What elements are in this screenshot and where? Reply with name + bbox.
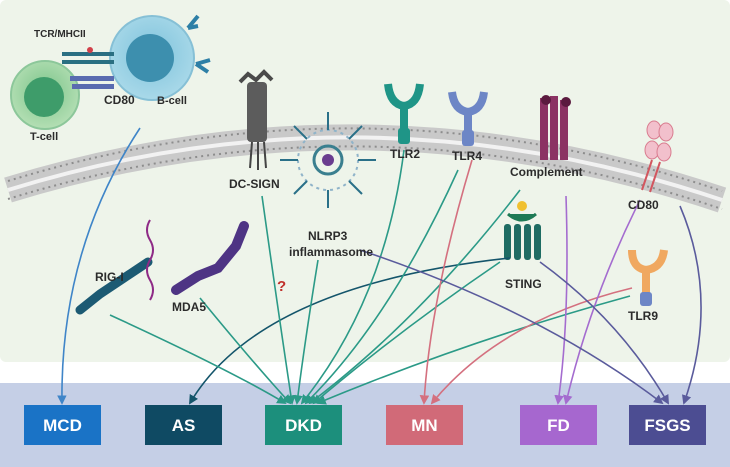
question-mark: ? xyxy=(277,278,286,295)
disease-label-mn: MN xyxy=(411,416,437,435)
label-nlrp3-line2: inflammasome xyxy=(289,245,373,259)
arrow-tlr4-to-mn xyxy=(419,159,473,405)
b-cell xyxy=(109,14,211,101)
nlrp3-inflammasome-icon xyxy=(280,112,376,208)
arrow-complement-to-fd xyxy=(554,195,568,405)
label-mda5: MDA5 xyxy=(172,300,206,314)
label-nlrp3-line1: NLRP3 xyxy=(308,229,348,243)
dc-sign-receptor xyxy=(238,69,274,170)
sting-protein xyxy=(504,201,541,260)
label-tcr-mhcii: TCR/MHCII xyxy=(34,29,86,40)
arrow-tlr2-to-dkd xyxy=(300,149,405,405)
mda5-protein xyxy=(171,221,249,295)
disease-label-dkd: DKD xyxy=(285,416,322,435)
disease-box-as[interactable]: AS xyxy=(145,405,222,445)
label-t-cell: T-cell xyxy=(30,131,58,143)
label-cd80-right: CD80 xyxy=(628,198,659,212)
cd80-receptor-right xyxy=(641,120,674,193)
arrow-sting-to-fsgs xyxy=(539,261,669,405)
rig-i-protein xyxy=(75,219,154,315)
label-rig-i: RIG-I xyxy=(95,270,124,284)
disease-label-mcd: MCD xyxy=(43,416,82,435)
disease-box-mn[interactable]: MN xyxy=(386,405,463,445)
disease-box-fsgs[interactable]: FSGS xyxy=(629,405,706,445)
label-dc-sign: DC-SIGN xyxy=(229,177,280,191)
label-complement: Complement xyxy=(510,165,583,179)
disease-box-dkd[interactable]: DKD xyxy=(265,405,342,445)
background-panel xyxy=(0,0,730,362)
disease-label-fsgs: FSGS xyxy=(644,416,690,435)
t-cell xyxy=(10,60,80,130)
disease-band xyxy=(0,383,730,467)
arrow-dcsign-to-dkd xyxy=(261,195,296,405)
arrows xyxy=(57,127,702,405)
arrow-cd80-to-mcd xyxy=(57,127,141,405)
label-sting: STING xyxy=(505,277,542,291)
tcr-mhcii-complex xyxy=(62,47,114,89)
arrow-tlr9-to-mn xyxy=(430,287,633,405)
arrow-nlrp3-to-fsgs xyxy=(359,249,664,405)
disease-label-fd: FD xyxy=(547,416,570,435)
arrow-tlr9-to-dkd xyxy=(316,295,631,405)
tlr2-receptor xyxy=(384,83,424,144)
tlr9-receptor xyxy=(628,249,668,306)
arrow-tlr4-to-dkd xyxy=(304,169,459,405)
disease-boxes: MCD AS DKD MN FD FSGS xyxy=(24,405,706,445)
disease-label-as: AS xyxy=(172,416,196,435)
arrow-sting-to-dkd xyxy=(312,261,501,405)
label-tlr2: TLR2 xyxy=(390,147,420,161)
label-tlr9: TLR9 xyxy=(628,309,658,323)
arrow-cd80-to-fsgs xyxy=(679,205,702,405)
arrow-sting-to-as xyxy=(189,257,511,405)
arrow-complement-to-dkd xyxy=(308,189,521,405)
disease-box-mcd[interactable]: MCD xyxy=(24,405,101,445)
disease-box-fd[interactable]: FD xyxy=(520,405,597,445)
tlr4-receptor xyxy=(448,91,488,146)
cell-membrane xyxy=(4,124,727,213)
label-cd80-top: CD80 xyxy=(104,93,135,107)
complement-receptor xyxy=(540,95,571,160)
arrow-cd80-to-fd xyxy=(563,199,641,405)
arrow-nlrp3-to-dkd xyxy=(293,259,319,405)
arrow-mda5-to-dkd xyxy=(199,297,292,405)
label-b-cell: B-cell xyxy=(157,95,187,107)
arrow-rig-to-dkd xyxy=(109,314,287,404)
label-tlr4: TLR4 xyxy=(452,149,482,163)
